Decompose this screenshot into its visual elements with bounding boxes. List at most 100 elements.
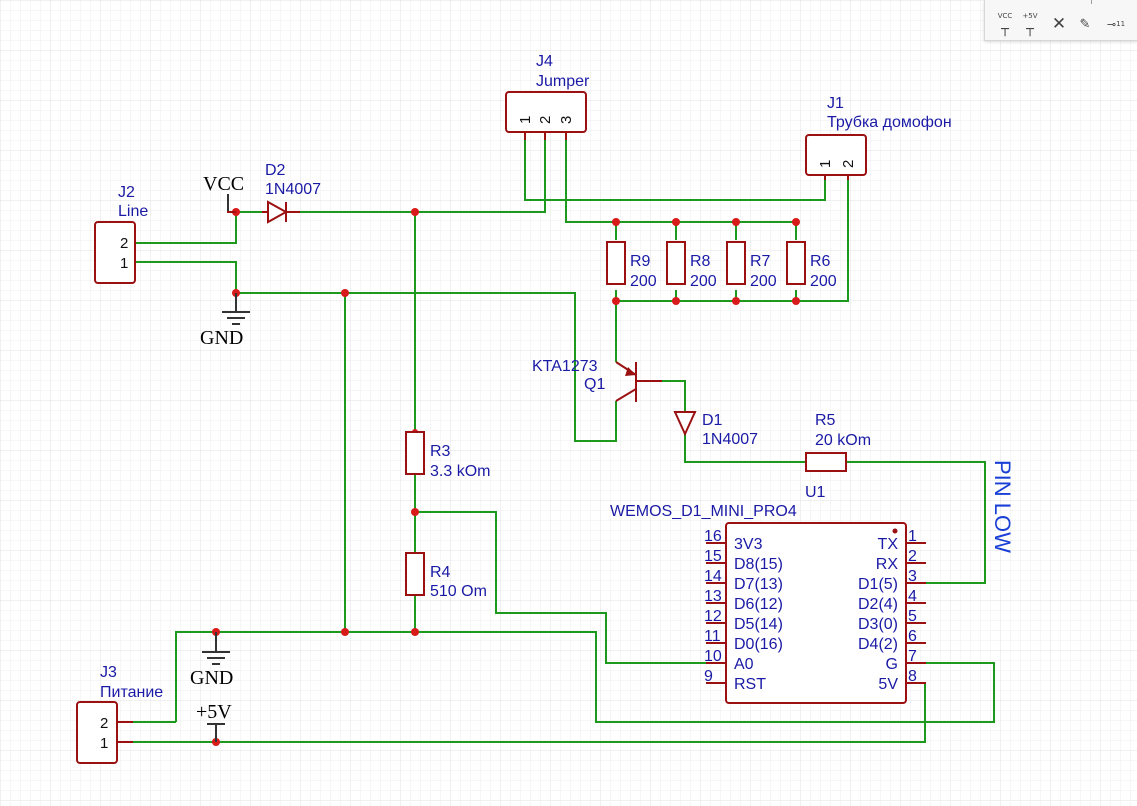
u1-value: WEMOS_D1_MINI_PRO4 bbox=[610, 503, 797, 520]
r4-ref: R4 bbox=[430, 564, 451, 581]
j1-pin-2: 2 bbox=[840, 160, 857, 168]
u1-ref: U1 bbox=[805, 484, 826, 501]
plus5v-tool-icon[interactable]: +5V┬ bbox=[1022, 12, 1038, 37]
resistor-r4[interactable]: R4 510 Om bbox=[405, 552, 487, 600]
vcc-tool-icon[interactable]: VCC┬ bbox=[997, 12, 1013, 37]
j4-ref: J4 bbox=[536, 53, 553, 70]
vcc-label: VCC bbox=[203, 173, 244, 195]
vcc-symbol[interactable]: VCC bbox=[203, 173, 244, 213]
u1-right-pin-number: 1 bbox=[908, 528, 917, 545]
j3-value: Питание bbox=[100, 684, 163, 701]
u1-left-pin-number: 9 bbox=[704, 668, 713, 685]
j1-value: Трубка домофон bbox=[827, 114, 952, 131]
pencil-tool-icon[interactable]: ✎ bbox=[1079, 16, 1091, 32]
resistor-r9[interactable]: R9 200 bbox=[606, 241, 657, 290]
gnd-top-label: GND bbox=[200, 327, 243, 349]
r5-ref: R5 bbox=[815, 412, 836, 429]
plus5v-tool-label: +5V bbox=[1022, 12, 1038, 20]
r8-ref: R8 bbox=[690, 253, 711, 270]
j1-pin-1: 1 bbox=[817, 160, 834, 168]
r3-ref: R3 bbox=[430, 443, 451, 460]
pin-tool-label: 11 bbox=[1116, 20, 1126, 28]
resistor-r8[interactable]: R8 200 bbox=[666, 241, 717, 290]
u1-right-pin-name: G bbox=[886, 656, 898, 673]
u1-right-pin-name: 5V bbox=[878, 676, 898, 693]
u1-right-pin-name: TX bbox=[878, 536, 899, 553]
resistor-r5[interactable]: R5 20 kOm bbox=[805, 412, 871, 472]
r9-value: 200 bbox=[630, 273, 657, 290]
u1-right-pin-name: D4(2) bbox=[858, 636, 898, 653]
r4-value: 510 Om bbox=[430, 583, 487, 600]
r3-value: 3.3 kOm bbox=[430, 463, 490, 480]
u1-left-pin-name: RST bbox=[734, 676, 766, 693]
u1-left-pin-name: D0(16) bbox=[734, 636, 783, 653]
j1-ref: J1 bbox=[827, 95, 844, 112]
gnd-symbol-bottom[interactable]: GND bbox=[190, 632, 233, 689]
connector-j3[interactable]: 2 1 J3 Питание bbox=[76, 664, 163, 764]
gnd-bottom-label: GND bbox=[190, 667, 233, 689]
diode-d1[interactable]: D1 1N4007 bbox=[673, 411, 758, 448]
resistor-r6[interactable]: R6 200 bbox=[786, 241, 837, 290]
connector-j1[interactable]: 1 2 J1 Трубка домофон bbox=[805, 95, 952, 180]
u1-left-pin-name: 3V3 bbox=[734, 536, 763, 553]
u1-right-pin-number: 4 bbox=[908, 588, 917, 605]
connector-j4[interactable]: 1 2 3 J4 Jumper bbox=[505, 53, 590, 140]
pin-tool-icon[interactable]: ⊸11 bbox=[1106, 17, 1126, 31]
diode-d2[interactable]: D2 1N4007 bbox=[262, 162, 321, 224]
plus5v-symbol[interactable]: +5V bbox=[196, 701, 232, 742]
j3-ref: J3 bbox=[100, 664, 117, 681]
j3-pin-2: 2 bbox=[100, 715, 108, 732]
u1-left-pin-name: D5(14) bbox=[734, 616, 783, 633]
u1-right-pin-number: 2 bbox=[908, 548, 917, 565]
u1-left-pin-name: A0 bbox=[734, 656, 754, 673]
j4-value: Jumper bbox=[536, 73, 590, 90]
u1-left-pin-number: 15 bbox=[704, 548, 722, 565]
d2-ref: D2 bbox=[265, 162, 286, 179]
j4-pin-1: 1 bbox=[517, 116, 534, 124]
j2-ref: J2 bbox=[118, 184, 135, 201]
u1-left-pin-name: D8(15) bbox=[734, 556, 783, 573]
u1-right-pin-number: 3 bbox=[908, 568, 917, 585]
r7-value: 200 bbox=[750, 273, 777, 290]
gnd-symbol-top[interactable]: GND bbox=[200, 293, 250, 349]
u1-left-pin-number: 12 bbox=[704, 608, 722, 625]
pin-low-annotation: PIN LOW bbox=[990, 460, 1015, 553]
no-connect-tool-icon[interactable]: ✕ bbox=[1051, 14, 1067, 34]
j4-pin-2: 2 bbox=[537, 116, 554, 124]
junction-dots bbox=[212, 208, 800, 746]
q1-value: KTA1273 bbox=[532, 358, 598, 375]
plus5v-label: +5V bbox=[196, 701, 232, 723]
r6-value: 200 bbox=[810, 273, 837, 290]
r9-ref: R9 bbox=[630, 253, 651, 270]
u1-left-pin-number: 10 bbox=[704, 648, 722, 665]
u1-right-pin-name: D2(4) bbox=[858, 596, 898, 613]
u1-left-pin-number: 16 bbox=[704, 528, 722, 545]
j3-pin-1: 1 bbox=[100, 735, 108, 752]
u1-right-pin-number: 8 bbox=[908, 668, 917, 685]
u1-right-pin-number: 7 bbox=[908, 648, 917, 665]
connector-j2[interactable]: 2 1 J2 Line bbox=[94, 184, 148, 284]
resistor-r7[interactable]: R7 200 bbox=[726, 241, 777, 290]
toolbar-top-row-icons: ⌃ ⌃ ⌃ ⌃ ⊤ bbox=[1001, 0, 1097, 7]
resistor-r3[interactable]: R3 3.3 kOm bbox=[405, 431, 490, 480]
r7-ref: R7 bbox=[750, 253, 771, 270]
j4-pin-3: 3 bbox=[558, 116, 575, 124]
u1-left-pin-number: 13 bbox=[704, 588, 722, 605]
d2-value: 1N4007 bbox=[265, 181, 321, 198]
u1-left-pin-name: D7(13) bbox=[734, 576, 783, 593]
transistor-q1[interactable]: KTA1273 Q1 bbox=[532, 358, 662, 402]
symbol-toolbar: ⌃ ⌃ ⌃ ⌃ ⊤ VCC┬ +5V┬ ✕ ✎ ⊸11 bbox=[984, 0, 1137, 41]
j2-pin-1: 1 bbox=[120, 255, 128, 272]
u1-right-pin-number: 6 bbox=[908, 628, 917, 645]
d1-ref: D1 bbox=[702, 412, 723, 429]
u1-left-pin-number: 11 bbox=[704, 628, 721, 645]
u1-right-pin-name: RX bbox=[876, 556, 899, 573]
r6-ref: R6 bbox=[810, 253, 831, 270]
u1-left-pin-number: 14 bbox=[704, 568, 722, 585]
q1-ref: Q1 bbox=[584, 376, 605, 393]
